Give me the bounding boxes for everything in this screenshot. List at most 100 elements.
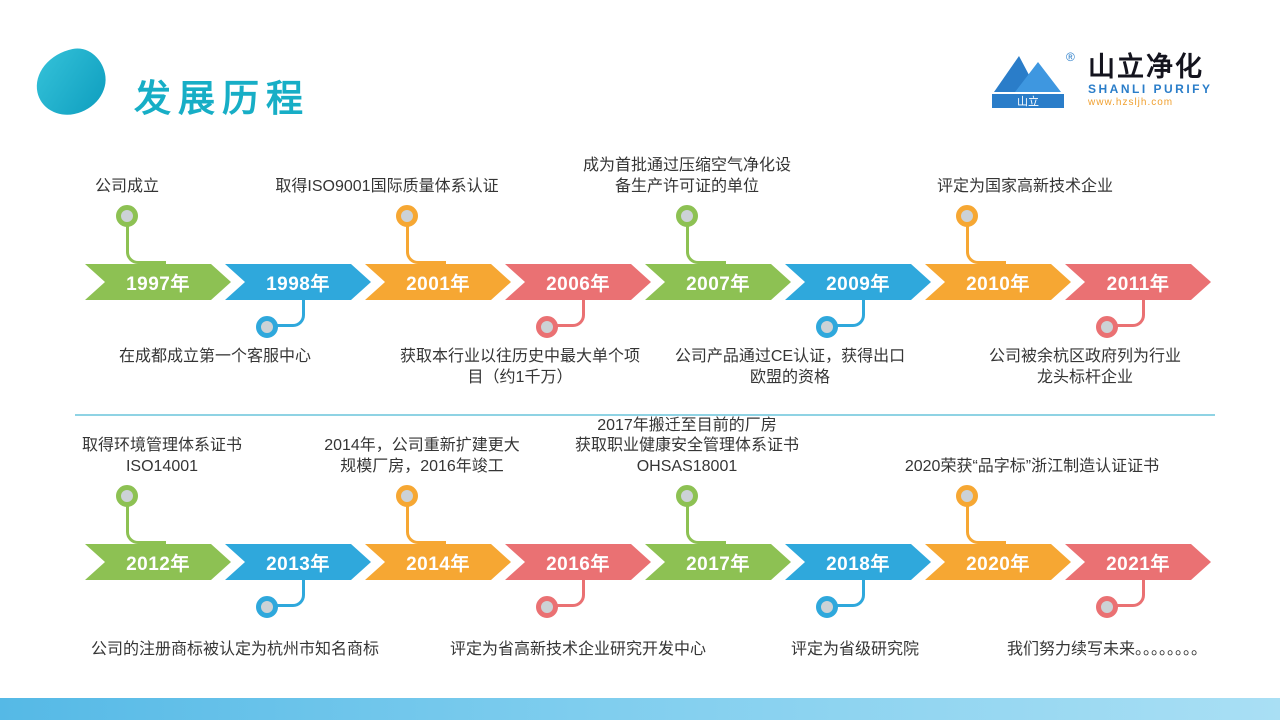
year-chevron: 1998年	[225, 264, 371, 300]
milestone-dot	[116, 485, 138, 507]
milestone-dot	[396, 485, 418, 507]
timeline-item-2007: 成为首批通过压缩空气净化设 备生产许可证的单位 2007年	[583, 157, 791, 300]
milestone-connector	[827, 578, 865, 607]
milestone-connector	[126, 226, 166, 264]
milestone-connector	[406, 226, 446, 264]
timeline-item-2020: 2020荣获“品字标”浙江制造认证证书 2020年	[905, 458, 1159, 580]
year-label: 2018年	[826, 553, 890, 575]
timeline-item-2018: 评定为省级研究院 2018年	[785, 544, 931, 658]
milestone-dot	[396, 205, 418, 227]
milestone-label: 评定为省级研究院	[790, 641, 919, 658]
logo-text: 山立净化 SHANLI PURIFY www.hzsljh.com	[1088, 52, 1213, 108]
year-label: 2012年	[126, 553, 190, 575]
page-title: 发展历程	[134, 78, 310, 119]
milestone-dot	[1096, 596, 1118, 618]
timeline-item-2011: 公司被余杭区政府列为行业 龙头标杆企业 2011年	[989, 264, 1211, 386]
timeline-item-2017: 2017年搬迁至目前的厂房 获取职业健康安全管理体系证书 OHSAS18001 …	[575, 417, 799, 580]
milestone-connector	[827, 298, 865, 327]
company-website: www.hzsljh.com	[1088, 96, 1174, 108]
year-label: 1997年	[126, 273, 190, 295]
registered-mark: ®	[1066, 50, 1075, 64]
year-chevron: 2011年	[1065, 264, 1211, 300]
milestone-label: 获取本行业以往历史中最大单个项 目（约1千万）	[399, 348, 640, 386]
milestone-label: 在成都成立第一个客服中心	[118, 348, 311, 365]
milestone-label: 评定为省高新技术企业研究开发中心	[449, 641, 706, 658]
milestone-connector	[547, 298, 585, 327]
timeline-item-2001: 取得ISO9001国际质量体系认证 2001年	[275, 178, 511, 300]
year-chevron: 2012年	[85, 544, 231, 580]
timeline-item-1997: 公司成立 1997年	[85, 178, 231, 300]
year-label: 2006年	[546, 273, 610, 295]
milestone-connector	[267, 298, 305, 327]
milestone-label: 公司被余杭区政府列为行业 龙头标杆企业	[988, 348, 1181, 386]
milestone-dot	[816, 596, 838, 618]
year-label: 2016年	[546, 553, 610, 575]
milestone-connector	[686, 506, 726, 544]
timeline-item-2012: 取得环境管理体系证书 ISO14001 2012年	[82, 437, 242, 580]
milestone-connector	[686, 226, 726, 264]
year-label: 1998年	[266, 273, 330, 295]
decorative-blob	[30, 43, 112, 121]
timeline-item-1998: 在成都成立第一个客服中心 1998年	[119, 264, 371, 365]
timeline-item-2013: 公司的注册商标被认定为杭州市知名商标 2013年	[91, 544, 379, 658]
year-label: 2014年	[406, 553, 470, 575]
year-label: 2013年	[266, 553, 330, 575]
milestone-label: 取得ISO9001国际质量体系认证	[275, 178, 499, 196]
year-chevron: 2013年	[225, 544, 371, 580]
year-chevron: 1997年	[85, 264, 231, 300]
logo-icon-text: 山立	[1017, 94, 1039, 108]
year-chevron: 2021年	[1065, 544, 1211, 580]
timeline-item-2016: 评定为省高新技术企业研究开发中心 2016年	[450, 544, 706, 658]
year-chevron: 2010年	[925, 264, 1071, 300]
milestone-connector	[966, 226, 1006, 264]
year-label: 2021年	[1106, 553, 1170, 575]
milestone-dot	[676, 485, 698, 507]
year-chevron: 2009年	[785, 264, 931, 300]
year-chevron: 2020年	[925, 544, 1071, 580]
milestone-dot	[956, 205, 978, 227]
milestone-dot	[536, 596, 558, 618]
year-label: 2011年	[1106, 273, 1170, 295]
company-name: 山立净化	[1088, 51, 1204, 82]
timeline-item-2021: 我们努力续写未来。。。。。。。。 2021年	[1007, 544, 1211, 658]
timeline-row-2: 取得环境管理体系证书 ISO14001 2012年 公司的注册商标被认定为杭州市…	[0, 417, 1280, 658]
milestone-connector	[267, 578, 305, 607]
milestone-dot	[676, 205, 698, 227]
milestone-dot	[816, 316, 838, 338]
bottom-accent-bar	[0, 698, 1280, 720]
timeline-item-2014: 2014年，公司重新扩建更大 规模厂房，2016年竣工 2014年	[324, 437, 520, 580]
milestone-dot	[956, 485, 978, 507]
timeline-row-1: 公司成立 1997年 在成都成立第一个客服中心 1998年 取得ISO9001国…	[0, 157, 1280, 386]
company-name-en: SHANLI PURIFY	[1088, 81, 1213, 96]
milestone-label: 公司产品通过CE认证，获得出口 欧盟的资格	[674, 348, 906, 386]
milestone-dot	[536, 316, 558, 338]
milestone-label: 评定为国家高新技术企业	[936, 178, 1113, 196]
year-label: 2007年	[686, 273, 750, 295]
section-divider	[75, 414, 1215, 416]
year-chevron: 2001年	[365, 264, 511, 300]
timeline-item-2009: 公司产品通过CE认证，获得出口 欧盟的资格 2009年	[675, 264, 931, 386]
milestone-connector	[547, 578, 585, 607]
year-chevron: 2006年	[505, 264, 651, 300]
milestone-connector	[1107, 298, 1145, 327]
year-label: 2010年	[966, 273, 1030, 295]
milestone-label: 2014年，公司重新扩建更大 规模厂房，2016年竣工	[324, 437, 520, 476]
milestone-connector	[966, 506, 1006, 544]
year-label: 2001年	[406, 273, 470, 295]
milestone-label: 公司成立	[94, 178, 159, 196]
milestone-label: 取得环境管理体系证书 ISO14001	[81, 437, 242, 476]
year-chevron: 2018年	[785, 544, 931, 580]
timeline-item-2010: 评定为国家高新技术企业 2010年	[925, 178, 1113, 300]
year-chevron: 2016年	[505, 544, 651, 580]
milestone-label: 成为首批通过压缩空气净化设 备生产许可证的单位	[582, 157, 791, 196]
milestone-label: 2017年搬迁至目前的厂房 获取职业健康安全管理体系证书 OHSAS18001	[574, 416, 799, 476]
timeline-item-2006: 获取本行业以往历史中最大单个项 目（约1千万） 2006年	[400, 264, 651, 386]
logo-mountain-icon: 山立 ®	[992, 50, 1075, 108]
year-label: 2009年	[826, 273, 890, 295]
year-chevron: 2017年	[645, 544, 791, 580]
year-chevron: 2014年	[365, 544, 511, 580]
company-logo: 山立 ® 山立净化 SHANLI PURIFY www.hzsljh.com	[986, 48, 1213, 112]
milestone-connector	[126, 506, 166, 544]
year-label: 2020年	[966, 553, 1030, 575]
